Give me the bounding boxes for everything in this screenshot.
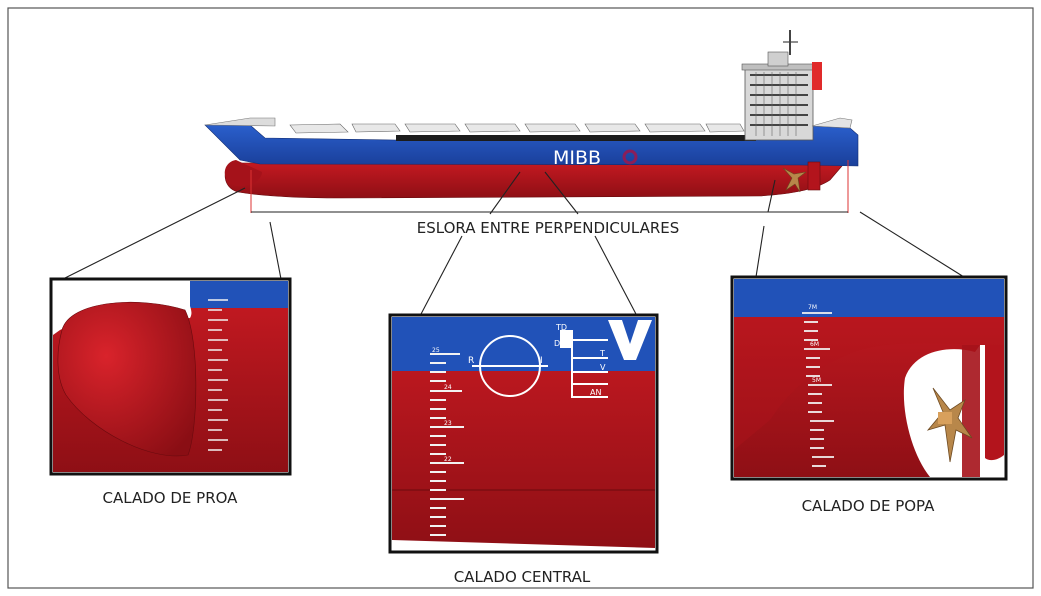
- midship-tick-24: 24: [444, 384, 452, 391]
- length-label: ESLORA ENTRE PERPENDICULARES: [417, 219, 680, 237]
- deck-hatches: [289, 123, 745, 134]
- load-line-an: AN: [590, 388, 601, 397]
- outer-border: [7, 7, 1034, 589]
- deck-black-strip: [396, 135, 756, 141]
- stern-tick-5m: 5M: [812, 377, 821, 384]
- midship-panel: R I TD D T V AN: [388, 313, 659, 586]
- midship-tick-23: 23: [444, 420, 452, 427]
- ship-hull-red: [224, 159, 843, 199]
- bow-caption: CALADO DE PROA: [103, 489, 239, 507]
- superstructure: [741, 30, 822, 141]
- ship-rudder: [807, 161, 821, 191]
- stern-deck: [811, 117, 853, 129]
- ship: MIBB: [204, 30, 859, 213]
- load-line-d: D: [554, 339, 560, 348]
- ship-bulb: [224, 160, 262, 187]
- plimsoll-right-letter: I: [540, 356, 543, 366]
- stern-panel: 7M 6M 5M CALADO DE POPA: [730, 275, 1008, 515]
- stern-caption: CALADO DE POPA: [802, 497, 936, 515]
- midship-tick-25: 25: [432, 347, 440, 354]
- hull-letter-v: [608, 320, 652, 360]
- bow-bulwark: [204, 117, 276, 127]
- ship-name: MIBB: [553, 147, 601, 169]
- ship-logo: [622, 149, 638, 165]
- stern-propeller: [926, 387, 973, 463]
- stern-tick-7m: 7M: [808, 304, 817, 311]
- midship-caption: CALADO CENTRAL: [454, 568, 591, 586]
- midship-tick-22: 22: [444, 456, 452, 463]
- ship-propeller: [782, 167, 807, 193]
- load-line-td: TD: [555, 323, 567, 332]
- load-line-t: T: [599, 349, 605, 358]
- bow-panel: CALADO DE PROA: [49, 277, 292, 507]
- plimsoll-left-letter: R: [468, 356, 474, 366]
- load-line-v: V: [600, 363, 606, 372]
- stern-tick-6m: 6M: [810, 341, 819, 348]
- leader-lines: [62, 171, 965, 317]
